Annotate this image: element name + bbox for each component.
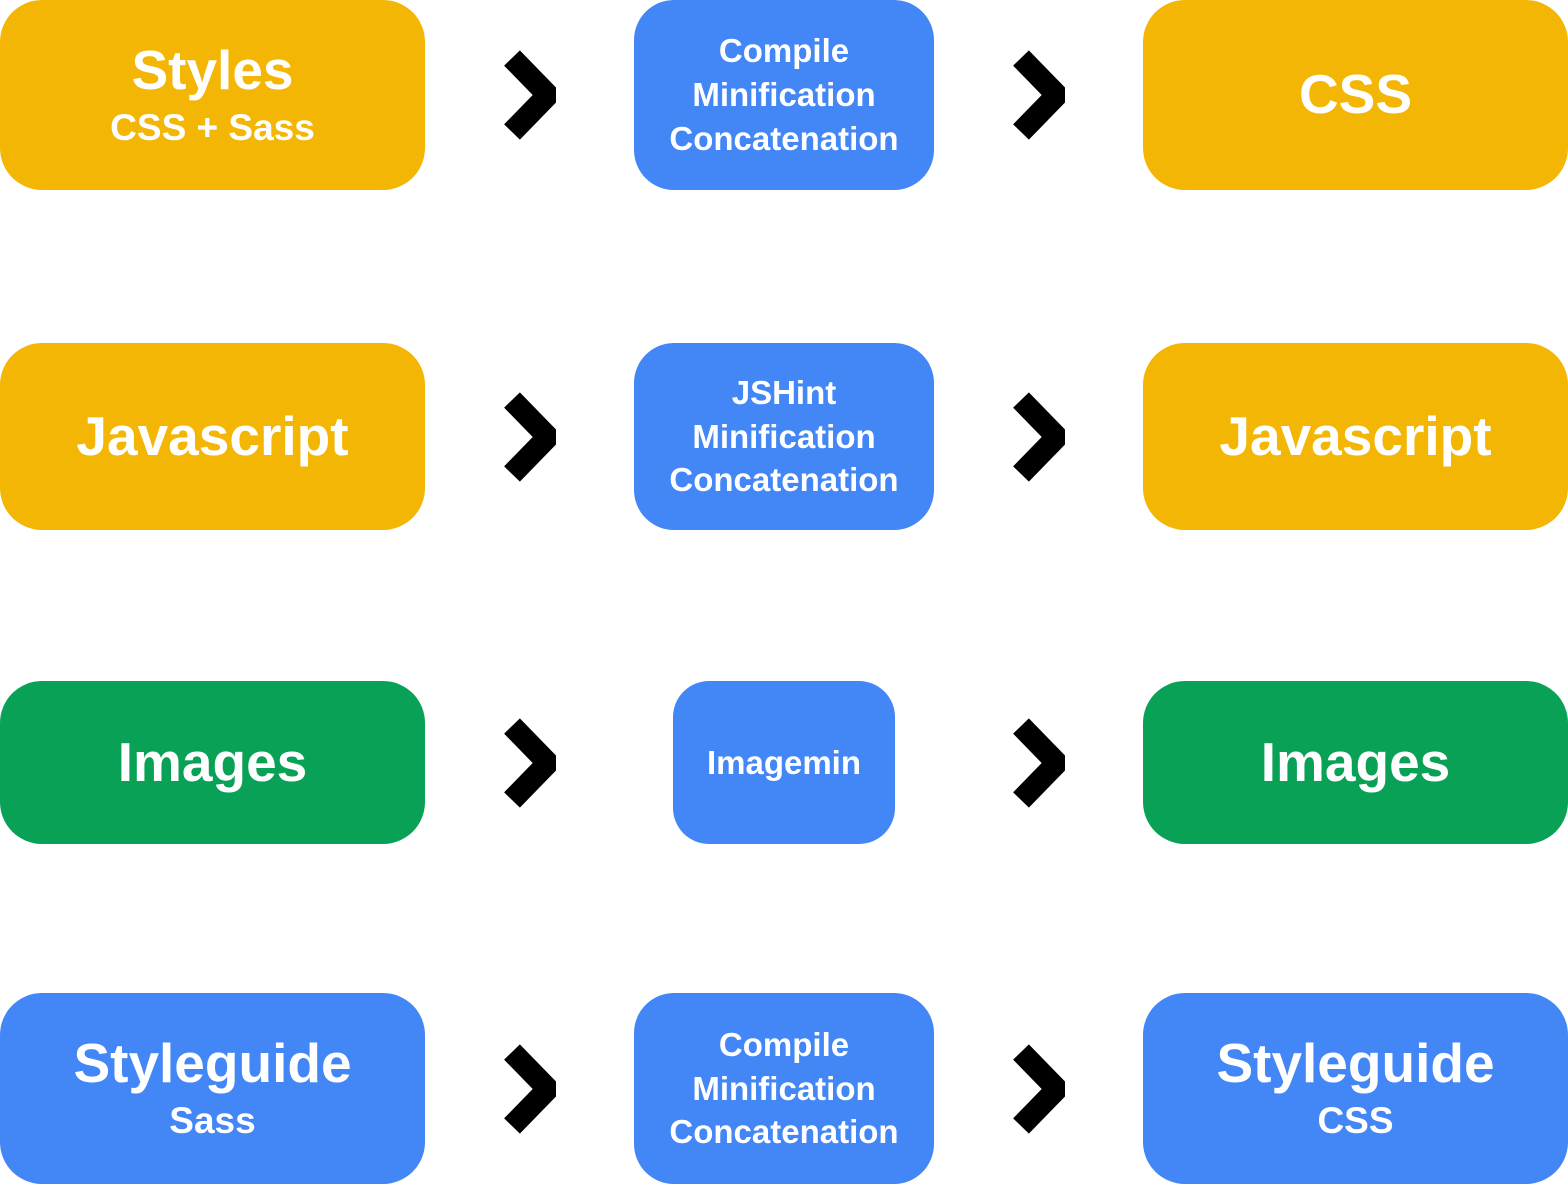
chevron-right-icon (1012, 717, 1065, 808)
process-step: Minification (692, 417, 876, 455)
pipeline-row-javascript: Javascript JSHint Minification Concatena… (0, 343, 1568, 530)
source-box-images: Images (0, 681, 425, 844)
pipeline-row-styleguide: Styleguide Sass Compile Minification Con… (0, 993, 1568, 1184)
chevron-right-icon (1012, 391, 1065, 482)
box-title: Images (1260, 730, 1451, 793)
box-title: Styleguide (1216, 1032, 1495, 1095)
chevron-right-icon (503, 391, 556, 482)
flow-arrow (425, 993, 634, 1184)
pipeline-row-styles: Styles CSS + Sass Compile Minification C… (0, 0, 1568, 190)
source-box-styles: Styles CSS + Sass (0, 0, 425, 190)
flow-arrow (934, 0, 1143, 190)
chevron-right-icon (1012, 50, 1065, 140)
box-title: Javascript (76, 404, 349, 467)
process-step: Compile (718, 32, 850, 70)
box-title: Styles (131, 38, 294, 101)
flow-arrow (425, 0, 634, 190)
flow-arrow (934, 993, 1143, 1184)
process-step: Minification (692, 76, 876, 114)
source-box-javascript: Javascript (0, 343, 425, 530)
process-box-imagemin: Imagemin (673, 681, 895, 844)
process-box-styleguide: Compile Minification Concatenation (634, 993, 934, 1184)
process-box-styles: Compile Minification Concatenation (634, 0, 934, 190)
process-step: Imagemin (706, 743, 862, 781)
box-subtitle: CSS + Sass (110, 106, 315, 148)
output-box-javascript: Javascript (1143, 343, 1568, 530)
box-title: Images (117, 730, 308, 793)
source-box-styleguide: Styleguide Sass (0, 993, 425, 1184)
process-step: Compile (718, 1025, 850, 1063)
process-step: Concatenation (669, 1113, 899, 1151)
chevron-right-icon (503, 50, 556, 140)
pipeline-row-images: Images Imagemin Images (0, 681, 1568, 844)
box-title: CSS (1298, 63, 1413, 126)
process-step: JSHint (731, 373, 837, 411)
chevron-right-icon (1012, 1043, 1065, 1134)
process-step: Minification (692, 1069, 876, 1107)
output-box-css: CSS (1143, 0, 1568, 190)
process-box-javascript: JSHint Minification Concatenation (634, 343, 934, 530)
box-subtitle: Sass (169, 1100, 256, 1142)
flow-arrow (934, 681, 1143, 844)
box-title: Styleguide (73, 1032, 352, 1095)
chevron-right-icon (503, 717, 556, 808)
flow-arrow (425, 681, 634, 844)
output-box-images: Images (1143, 681, 1568, 844)
process-step: Concatenation (669, 461, 899, 499)
box-subtitle: CSS (1317, 1100, 1394, 1142)
flow-arrow (934, 343, 1143, 530)
process-step: Concatenation (669, 119, 899, 157)
box-title: Javascript (1219, 404, 1492, 467)
chevron-right-icon (503, 1043, 556, 1134)
flow-arrow (425, 343, 634, 530)
output-box-styleguide: Styleguide CSS (1143, 993, 1568, 1184)
